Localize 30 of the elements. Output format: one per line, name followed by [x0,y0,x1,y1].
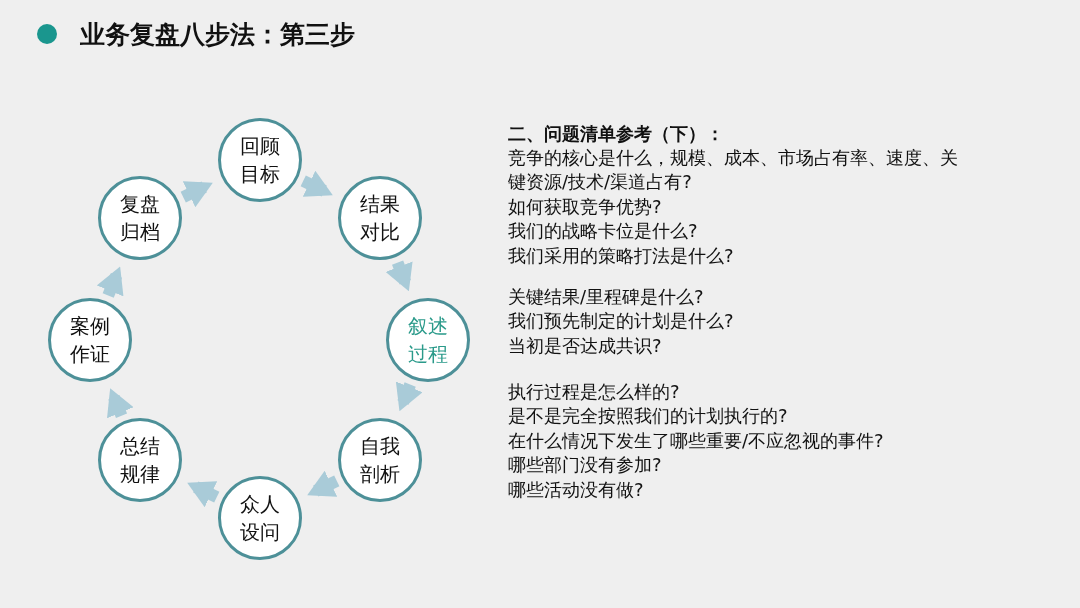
block-arrow [96,266,124,298]
step-label: 回顾目标 [239,133,281,188]
step-label: 复盘归档 [119,191,161,246]
question-text: 我们预先制定的计划是什么? [508,309,735,333]
block-arrow [307,470,340,497]
question-text: 是不是完全按照我们的计划执行的? [508,404,789,428]
block-arrow [187,481,220,508]
block-arrow [395,381,423,412]
step-label: 总结规律 [119,433,161,488]
list-heading: 二、问题清单参考（下）： [508,122,725,146]
block-arrow [107,388,134,419]
title: 业务复盘八步法：第三步 [80,19,355,51]
step-label: 案例作证 [69,313,111,368]
question-text: 当初是否达成共识? [508,334,663,358]
question-text: 哪些活动没有做? [508,478,645,502]
question-text: 如何获取竞争优势? [508,195,663,219]
block-arrow [300,170,333,197]
step-label: 自我剖析 [359,433,401,488]
question-text: 我们采用的策略打法是什么? [508,244,735,268]
step-label: 众人设问 [239,491,281,546]
question-text: 我们的战略卡位是什么? [508,219,699,243]
block-arrow [385,260,413,292]
question-text: 关键结果/里程碑是什么? [508,285,705,309]
block-arrow [180,181,213,208]
step-label: 结果对比 [359,191,401,246]
question-text: 哪些部门没有参加? [508,453,663,477]
question-text: 执行过程是怎么样的? [508,380,681,404]
question-text: 竞争的核心是什么，规模、成本、市场占有率、速度、关键资源/技术/渠道占有? [508,146,959,194]
question-text: 在什么情况下发生了哪些重要/不应忽视的事件? [508,429,885,453]
step-label: 叙述过程 [407,313,449,368]
